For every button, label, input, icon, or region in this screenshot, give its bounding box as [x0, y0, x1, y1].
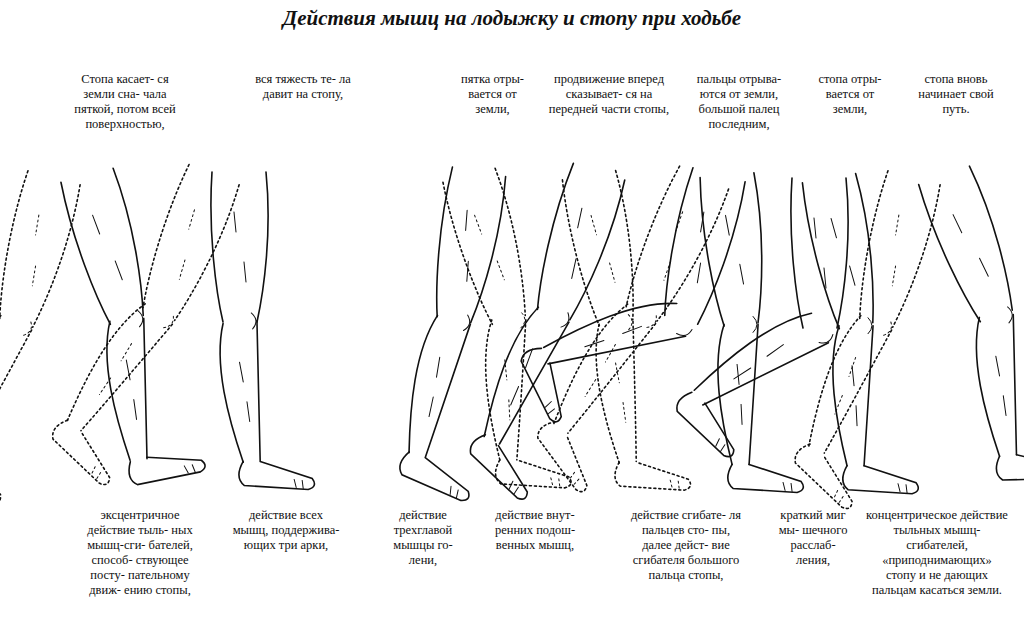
muscle-note: действие внут- ренних подош- венных мышц… — [488, 508, 582, 553]
phase-note: вся тяжесть те- ла давит на стопу, — [248, 72, 358, 102]
phase-note: стопа отры- вается от земли, — [810, 72, 890, 117]
muscle-note: концентрическое действие тыльных мышц-сг… — [866, 508, 1008, 598]
phase-note: продвижение вперед сказывает- ся на пере… — [548, 72, 670, 117]
muscle-note: действие трехглавой мышцы го- лени, — [382, 508, 464, 568]
phase-note: стопа вновь начинает свой путь. — [912, 72, 1000, 117]
phase-note: Стопа касает- ся земли сна- чала пяткой,… — [70, 72, 180, 132]
phase-note: пятка отры- вается от земли, — [450, 72, 535, 117]
muscle-note: действие всех мышц, поддержива- ющих три… — [230, 508, 342, 553]
phase-note: пальцы отрыва- ются от земли, большой па… — [684, 72, 794, 132]
muscle-note: действие сгибате- ля пальцев сто- пы, да… — [628, 508, 744, 583]
diagram-title: Действия мышц на лодыжку и стопу при ход… — [0, 6, 1024, 31]
muscle-note: эксцентричное действие тыль- ных мышц-сг… — [84, 508, 196, 598]
muscle-note: краткий миг мы- шечного расслаб- ления, — [774, 508, 852, 568]
